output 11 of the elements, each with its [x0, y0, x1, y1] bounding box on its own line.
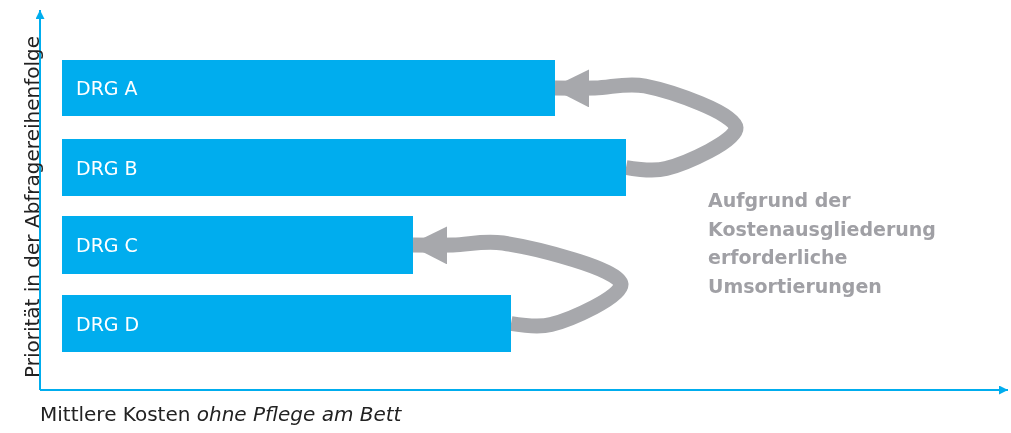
- bar: [62, 216, 413, 274]
- axis-title: Priorität in der Abfragereihenfolge: [20, 35, 44, 380]
- bar: [62, 139, 626, 196]
- bar-label: DRG B: [76, 156, 138, 179]
- bar: [62, 295, 511, 352]
- bar-label: DRG D: [76, 312, 140, 335]
- axis-title: Mittlere Kosten ohne Pflege am Bett: [40, 402, 402, 426]
- annotation-text: Aufgrund der Kostenausgliederung erforderliche Umsortierungen: [708, 188, 937, 299]
- bar-label: DRG A: [76, 77, 138, 99]
- bar: [62, 60, 555, 116]
- bar-label: DRG C: [76, 234, 138, 256]
